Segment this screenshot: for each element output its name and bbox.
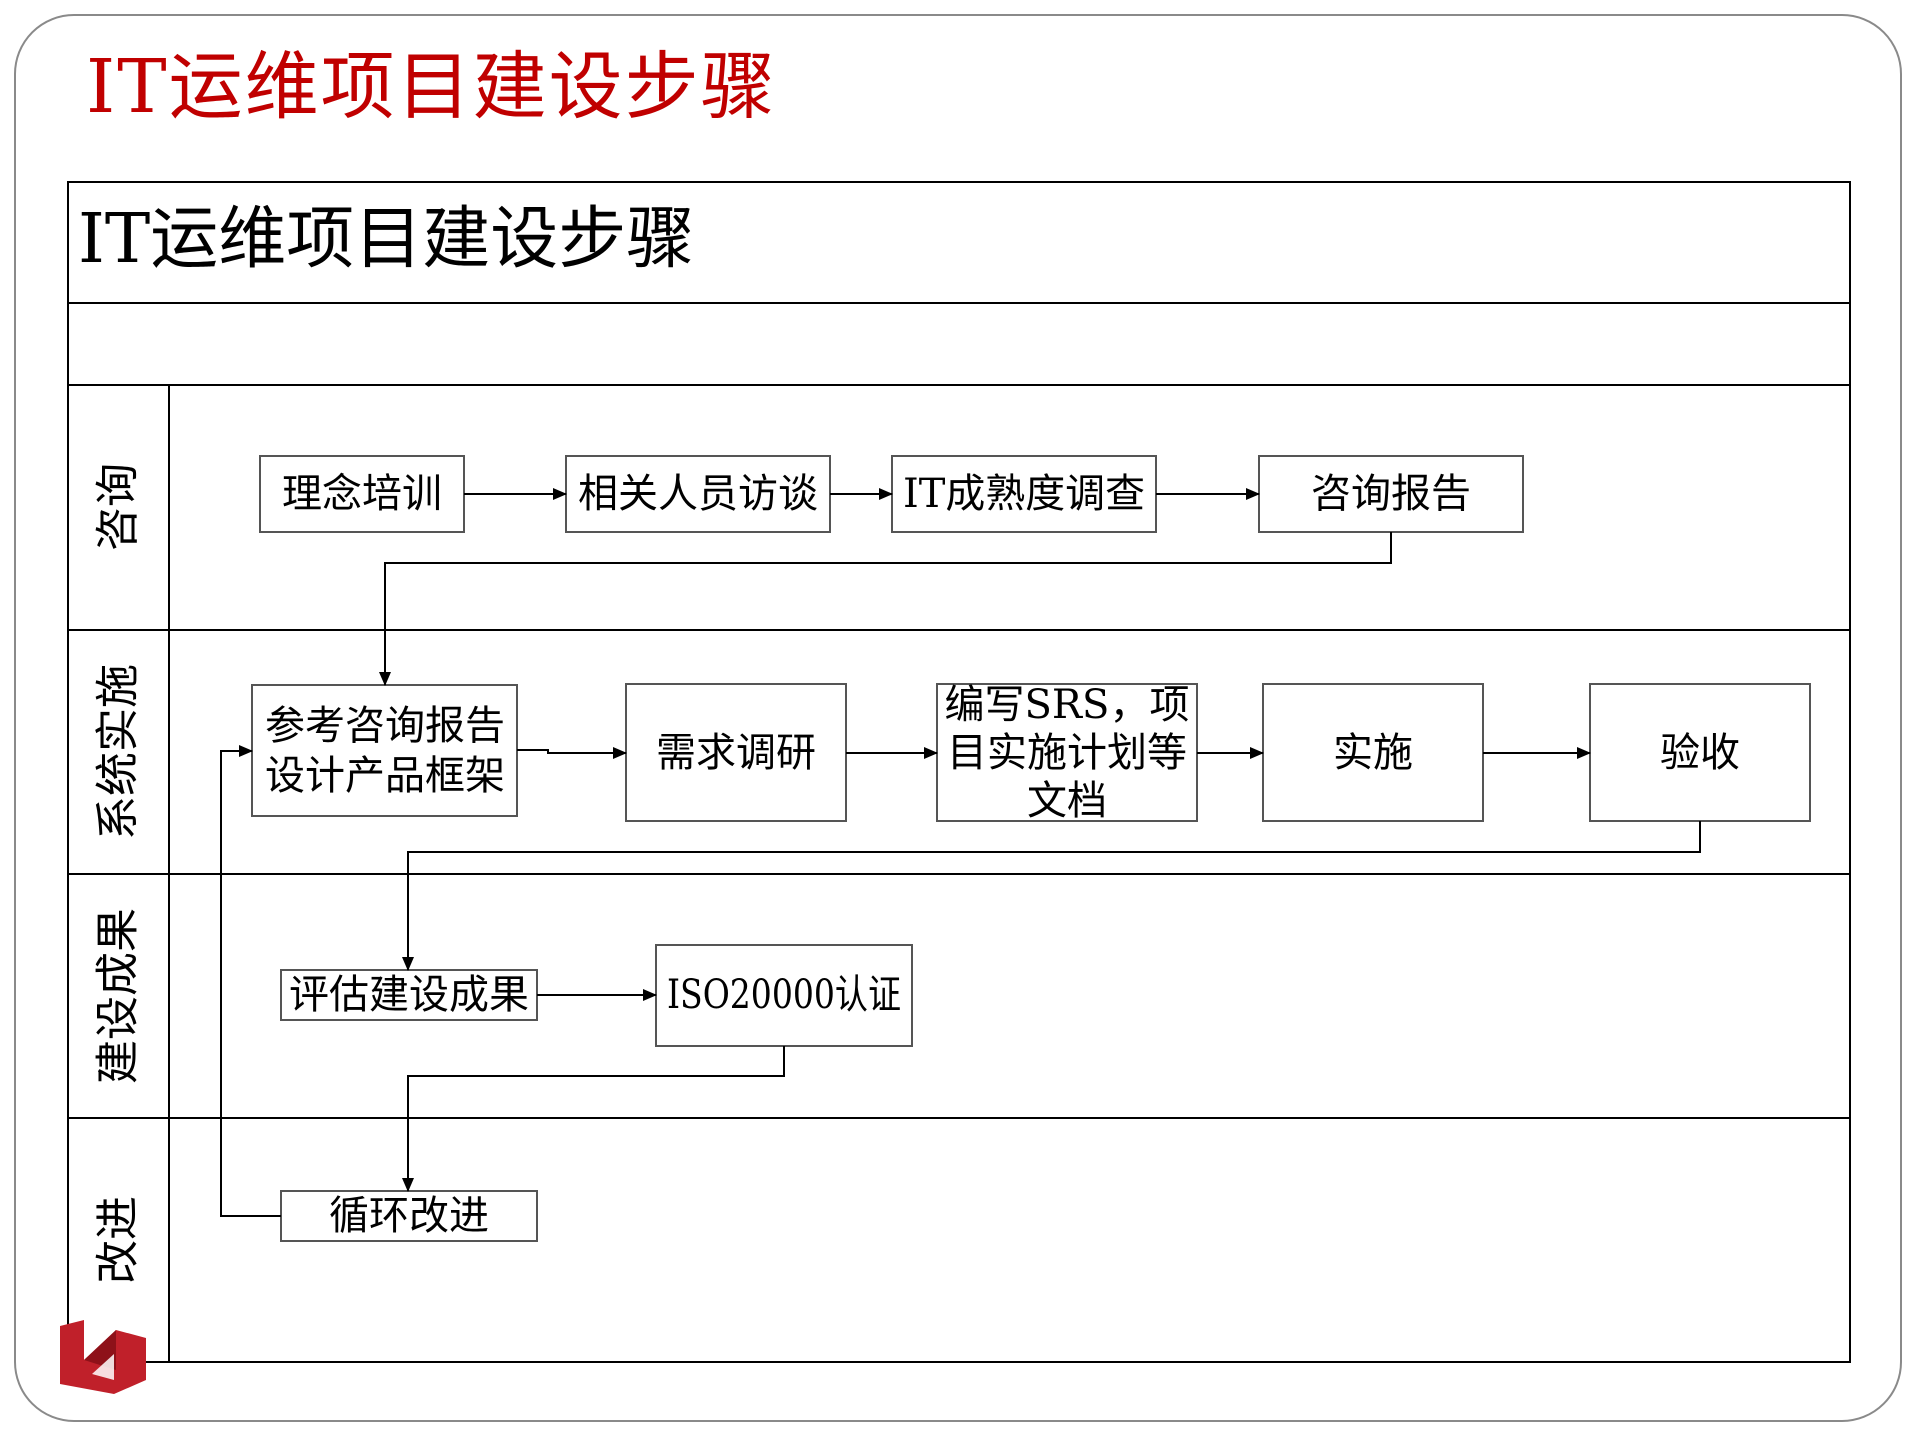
- swimlane-grid: [67, 181, 1851, 1363]
- slide-title: IT运维项目建设步骤: [86, 44, 777, 130]
- arrow-iso-improve: [402, 1046, 785, 1192]
- step-label-acceptance: 验收: [1660, 730, 1740, 776]
- arrow-improve-framework: [220, 745, 281, 1217]
- step-label-maturity: IT成熟度调查: [903, 471, 1145, 517]
- arrow-report-framework: [379, 532, 1392, 686]
- step-label-srs-line3: 文档: [1027, 778, 1107, 824]
- step-label-iso: ISO20000认证: [667, 972, 901, 1018]
- step-box-framework: [251, 684, 518, 817]
- lane-label-system: 系统实施: [93, 664, 144, 840]
- step-box-implement: [1262, 683, 1484, 822]
- step-box-interview: [565, 455, 831, 533]
- step-label-report: 咨询报告: [1311, 471, 1471, 517]
- arrow-framework-research: [517, 747, 627, 759]
- step-label-framework-line1: 参考咨询报告: [265, 703, 505, 749]
- step-label-training: 理念培训: [282, 471, 442, 517]
- brand-logo: [60, 1320, 146, 1394]
- slide-frame: [14, 14, 1902, 1422]
- arrow-acceptance-evaluate: [402, 821, 1701, 971]
- step-label-framework-line2: 设计产品框架: [265, 753, 505, 799]
- lane-label-result: 建设成果: [93, 908, 144, 1084]
- lane-label-improve: 改进: [93, 1196, 144, 1284]
- diagram-title: IT运维项目建设步骤: [78, 200, 694, 279]
- step-label-research: 需求调研: [656, 730, 816, 776]
- step-box-maturity: [891, 455, 1157, 533]
- step-box-evaluate: [280, 969, 538, 1021]
- step-box-training: [259, 455, 465, 533]
- step-label-implement: 实施: [1333, 730, 1413, 776]
- step-label-evaluate: 评估建设成果: [289, 972, 529, 1018]
- lane-label-consult: 咨询: [93, 463, 144, 551]
- step-box-iso: [655, 944, 913, 1047]
- step-label-interview: 相关人员访谈: [578, 471, 818, 517]
- step-label-srs-line1: 编写SRS，项: [945, 682, 1190, 728]
- step-label-improve: 循环改进: [329, 1193, 489, 1239]
- step-label-srs-line2: 目实施计划等: [947, 730, 1187, 776]
